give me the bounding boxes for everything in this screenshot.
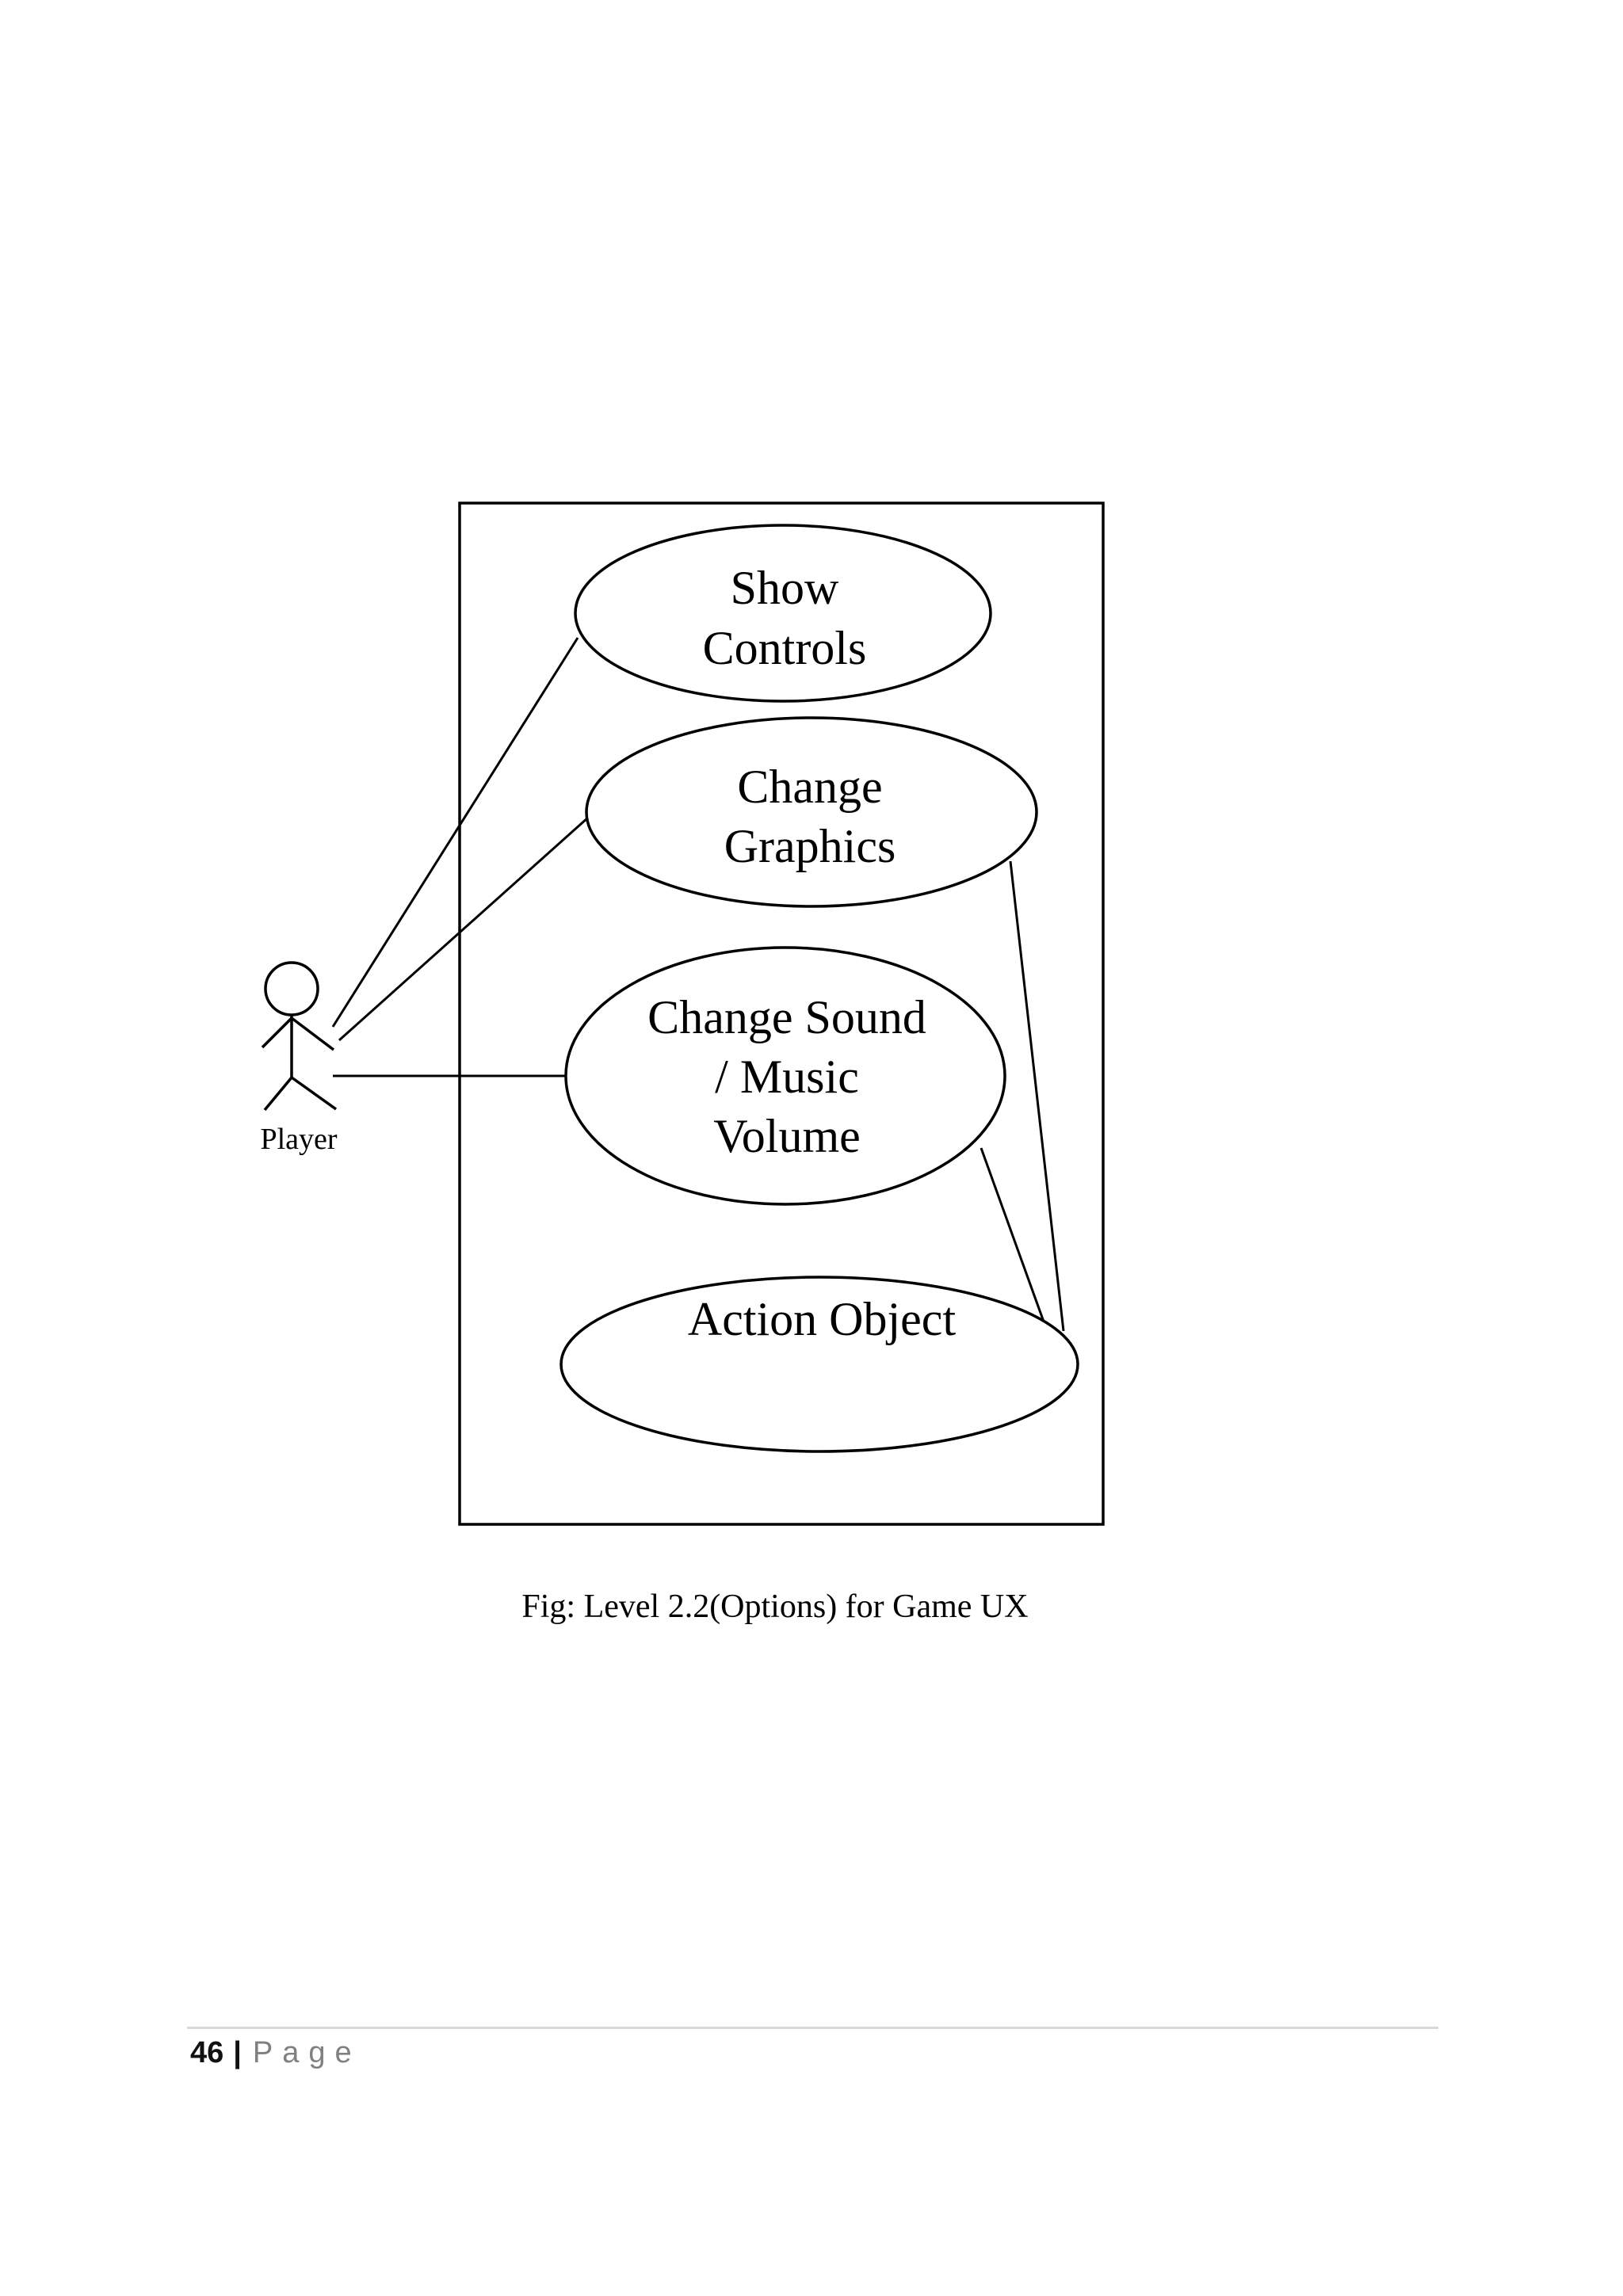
change-graphics-label-line2: Graphics: [724, 820, 896, 872]
change-graphics-label-line1: Change: [737, 761, 882, 813]
actor-left-leg: [263, 1076, 293, 1112]
footer-page-label: Page: [252, 2036, 361, 2069]
show-controls-label-line1: Show: [731, 562, 839, 614]
page-footer: 46 | Page: [190, 2036, 361, 2070]
association-player-show-controls: [331, 637, 579, 1028]
use-case-change-sound-music-volume: [564, 946, 1006, 1206]
association-player-change-graphics: [338, 816, 590, 1042]
actor-head: [264, 961, 319, 1016]
change-sound-label-line1: Change Sound: [647, 991, 926, 1043]
association-change-sound-action-object: [980, 1147, 1046, 1325]
actor-right-arm: [290, 1016, 335, 1051]
use-case-show-controls: [574, 524, 992, 703]
footer-divider: [187, 2027, 1438, 2029]
actor-right-leg: [290, 1076, 338, 1111]
change-sound-label-line2: / Music: [715, 1051, 859, 1103]
action-object-label: Action Object: [688, 1293, 957, 1345]
system-boundary-box: [458, 502, 1105, 1526]
actor-player-figure: [261, 961, 338, 1112]
show-controls-label-line2: Controls: [703, 622, 867, 674]
footer-page-number: 46: [190, 2036, 224, 2069]
figure-caption: Fig: Level 2.2(Options) for Game UX: [521, 1589, 1029, 1625]
use-case-action-object: [559, 1276, 1079, 1453]
association-change-graphics-action-object: [1009, 860, 1065, 1332]
footer-separator: |: [233, 2036, 242, 2069]
actor-player-label: Player: [260, 1123, 337, 1156]
use-case-change-graphics: [585, 716, 1038, 908]
actor-left-arm: [261, 1016, 293, 1049]
change-sound-label-line3: Volume: [713, 1110, 861, 1162]
